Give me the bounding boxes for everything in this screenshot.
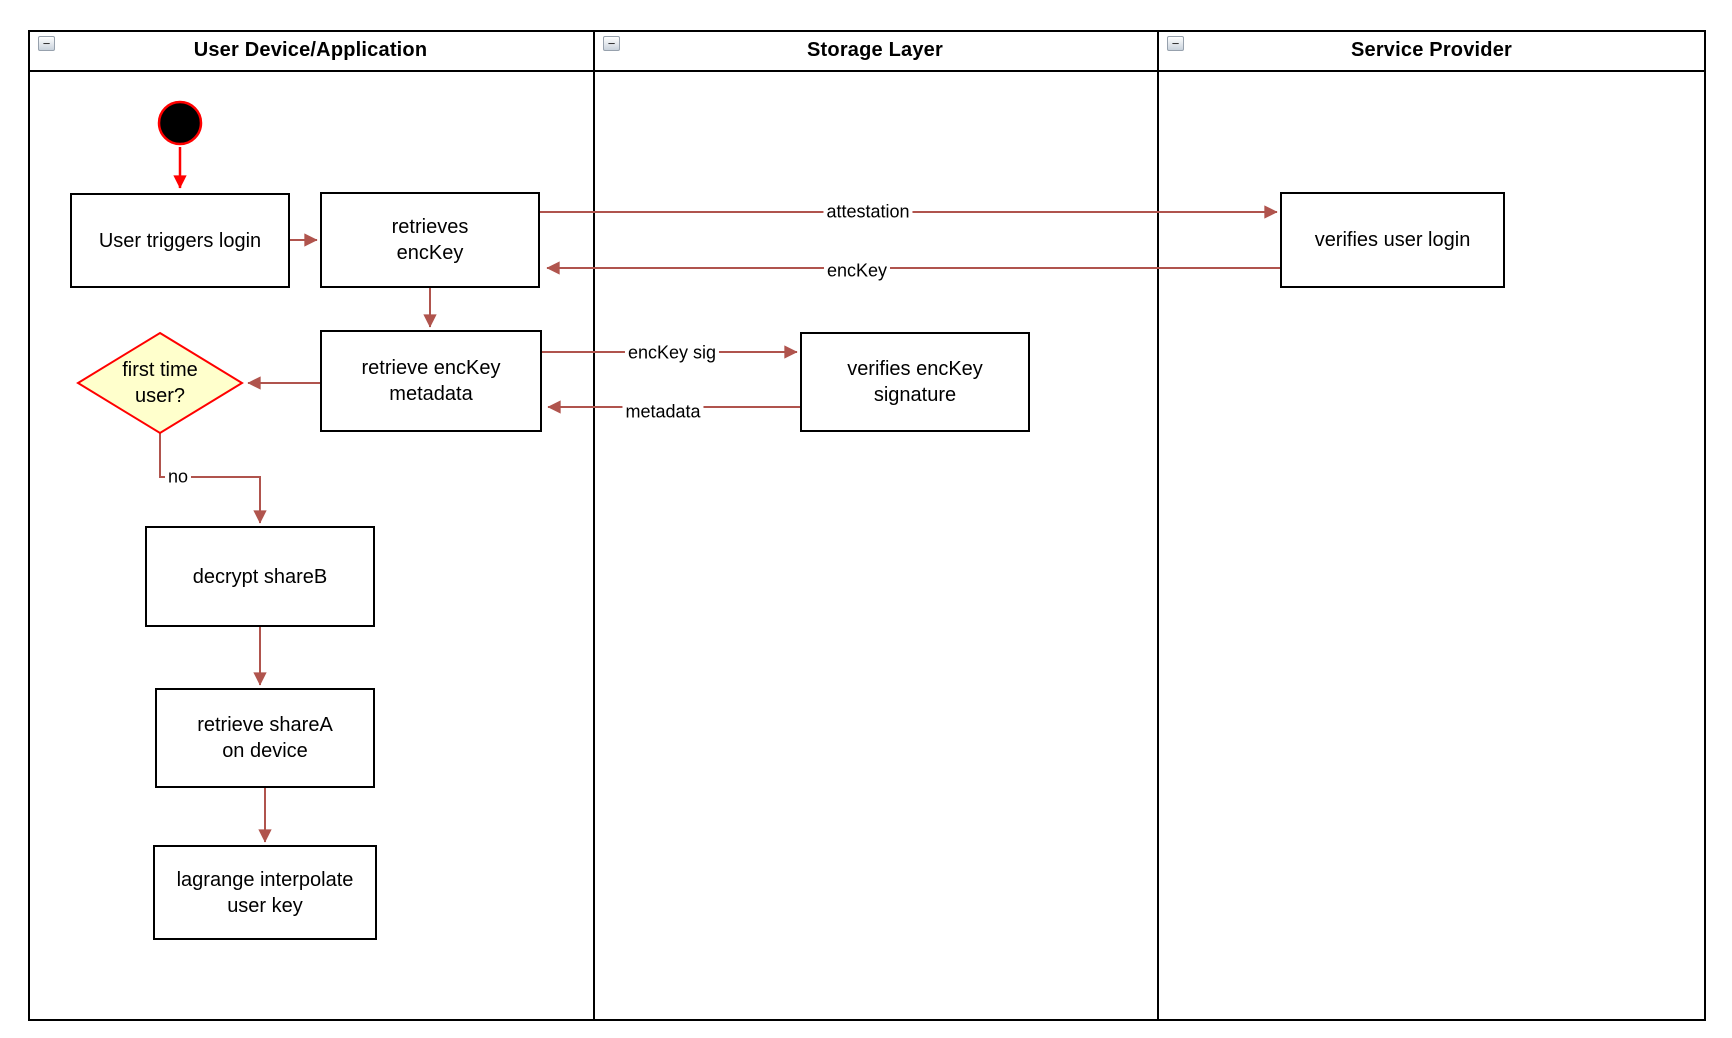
lane-divider-2: [1157, 30, 1159, 1021]
decision-first-time-user-label: first time user?: [122, 359, 198, 407]
lane-title-user-device-label: User Device/Application: [193, 38, 428, 61]
lane-title-storage-layer-label: Storage Layer: [807, 38, 943, 61]
node-retrieve-enckey-metadata[interactable]: retrieve encKey metadata: [320, 330, 542, 432]
collapse-lane-button-service-provider[interactable]: −: [1167, 36, 1184, 51]
node-verifies-enckey-signature[interactable]: verifies encKey signature: [800, 332, 1030, 432]
edge-label-enckey-sig: encKey sig: [624, 342, 720, 364]
edge-label-enckey-return: encKey: [823, 260, 891, 282]
lane-title-service-provider: Service Provider: [1157, 30, 1706, 70]
edge-label-no-branch: no: [164, 466, 192, 488]
node-user-triggers-login[interactable]: User triggers login: [70, 193, 290, 288]
collapse-lane-button-storage-layer[interactable]: −: [603, 36, 620, 51]
initial-node[interactable]: [157, 100, 203, 146]
node-verifies-user-login[interactable]: verifies user login: [1280, 192, 1505, 288]
collapse-lane-button-user-device[interactable]: −: [38, 36, 55, 51]
node-retrieve-sharea-on-device[interactable]: retrieve shareA on device: [155, 688, 375, 788]
lane-title-user-device: User Device/Application: [28, 30, 593, 70]
lane-title-storage-layer: Storage Layer: [593, 30, 1157, 70]
node-retrieves-enckey[interactable]: retrieves encKey: [320, 192, 540, 288]
lane-title-service-provider-label: Service Provider: [1350, 38, 1513, 61]
edge-decision-no-to-decrypt-shareb: [159, 433, 267, 524]
lane-divider-1: [593, 30, 595, 1021]
lane-header-separator: [28, 70, 1706, 72]
node-decrypt-shareb[interactable]: decrypt shareB: [145, 526, 375, 627]
edge-label-attestation: attestation: [823, 201, 913, 223]
edge-label-metadata: metadata: [622, 401, 704, 423]
decision-first-time-user[interactable]: [76, 331, 244, 435]
node-lagrange-interpolate-user-key[interactable]: lagrange interpolate user key: [153, 845, 377, 940]
